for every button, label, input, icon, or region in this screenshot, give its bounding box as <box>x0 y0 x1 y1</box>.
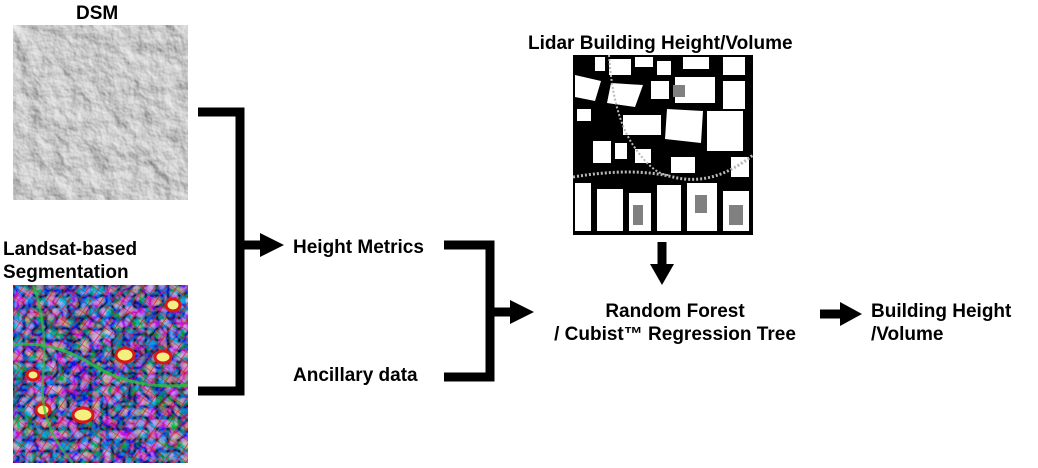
model-label-line1: Random Forest <box>605 301 745 322</box>
landsat-label: Landsat-based Segmentation <box>3 238 137 284</box>
arrow-to-height-metrics <box>260 233 284 257</box>
model-label-line2: / Cubist™ Regression Tree <box>554 324 796 345</box>
lidar-title: Lidar Building Height/Volume <box>528 33 793 54</box>
dsm-image <box>13 25 188 200</box>
landsat-label-line2: Segmentation <box>3 262 129 283</box>
model-label: Random Forest / Cubist™ Regression Tree <box>530 300 820 346</box>
landsat-segmentation-image <box>13 285 188 463</box>
dsm-label: DSM <box>76 3 119 24</box>
arrow-lidar-to-model <box>650 264 674 285</box>
arrow-to-model <box>510 300 534 324</box>
lidar-building-image <box>573 55 753 235</box>
height-metrics-label: Height Metrics <box>293 237 424 258</box>
output-label-line2: /Volume <box>871 324 944 345</box>
output-label: Building Height /Volume <box>871 300 1011 346</box>
output-label-line1: Building Height <box>871 301 1012 322</box>
input-bracket <box>198 107 245 396</box>
landsat-label-line1: Landsat-based <box>3 239 138 260</box>
metrics-bracket <box>444 240 495 382</box>
arrow-to-output <box>840 302 862 326</box>
ancillary-data-label: Ancillary data <box>293 365 418 386</box>
